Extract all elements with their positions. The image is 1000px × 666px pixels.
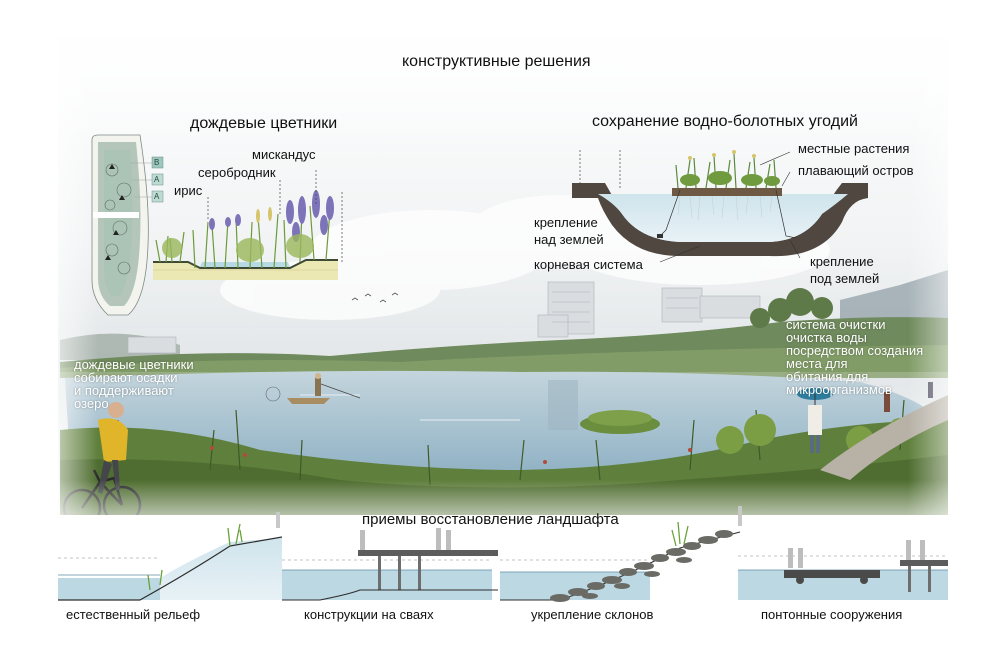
plan-legend-code-1: B	[154, 158, 160, 167]
photo-note-right: система очистки очистка воды посредством…	[786, 317, 924, 397]
wetland-label-native-plants: местные растения	[798, 141, 910, 156]
rain-garden-plan	[91, 134, 164, 316]
main-title: конструктивные решения	[402, 53, 591, 70]
restoration-title: приемы восстановление ландшафта	[362, 511, 619, 528]
plant-label-miscanthus: мискандус	[252, 147, 316, 162]
restoration-item-pontoon-structures: понтонные сооружения	[761, 607, 903, 622]
rain-gardens-title: дождевые цветники	[190, 115, 338, 132]
photo-note-left: дождевые цветники собирают осадки и подд…	[74, 357, 194, 411]
wetland-label-floating-island: плавающий остров	[798, 163, 914, 178]
wetland-label-root-system: корневая система	[534, 257, 643, 272]
section-pontoon-structures	[738, 540, 948, 600]
wetland-label-anchor-above: крепление над землей	[534, 215, 604, 247]
plant-label-sesleria: серобродник	[198, 165, 276, 180]
wetland-section	[572, 150, 868, 263]
section-pile-structures	[282, 528, 498, 601]
restoration-item-pile-structures: конструкции на сваях	[304, 607, 434, 622]
plant-label-iris: ирис	[174, 183, 203, 198]
plan-legend-code-3: A	[154, 192, 160, 201]
wetland-title: сохранение водно-болотных угодий	[592, 113, 858, 130]
restoration-item-slope-reinforcement: укрепление склонов	[531, 607, 654, 622]
restoration-item-natural-relief: естественный рельеф	[66, 607, 201, 622]
plan-legend-code-2: A	[154, 175, 160, 184]
wetland-label-anchor-below: крепление под землей	[810, 254, 880, 286]
section-slope-reinforcement	[500, 506, 742, 602]
section-natural-relief	[58, 512, 283, 601]
rain-garden-section	[153, 170, 343, 280]
